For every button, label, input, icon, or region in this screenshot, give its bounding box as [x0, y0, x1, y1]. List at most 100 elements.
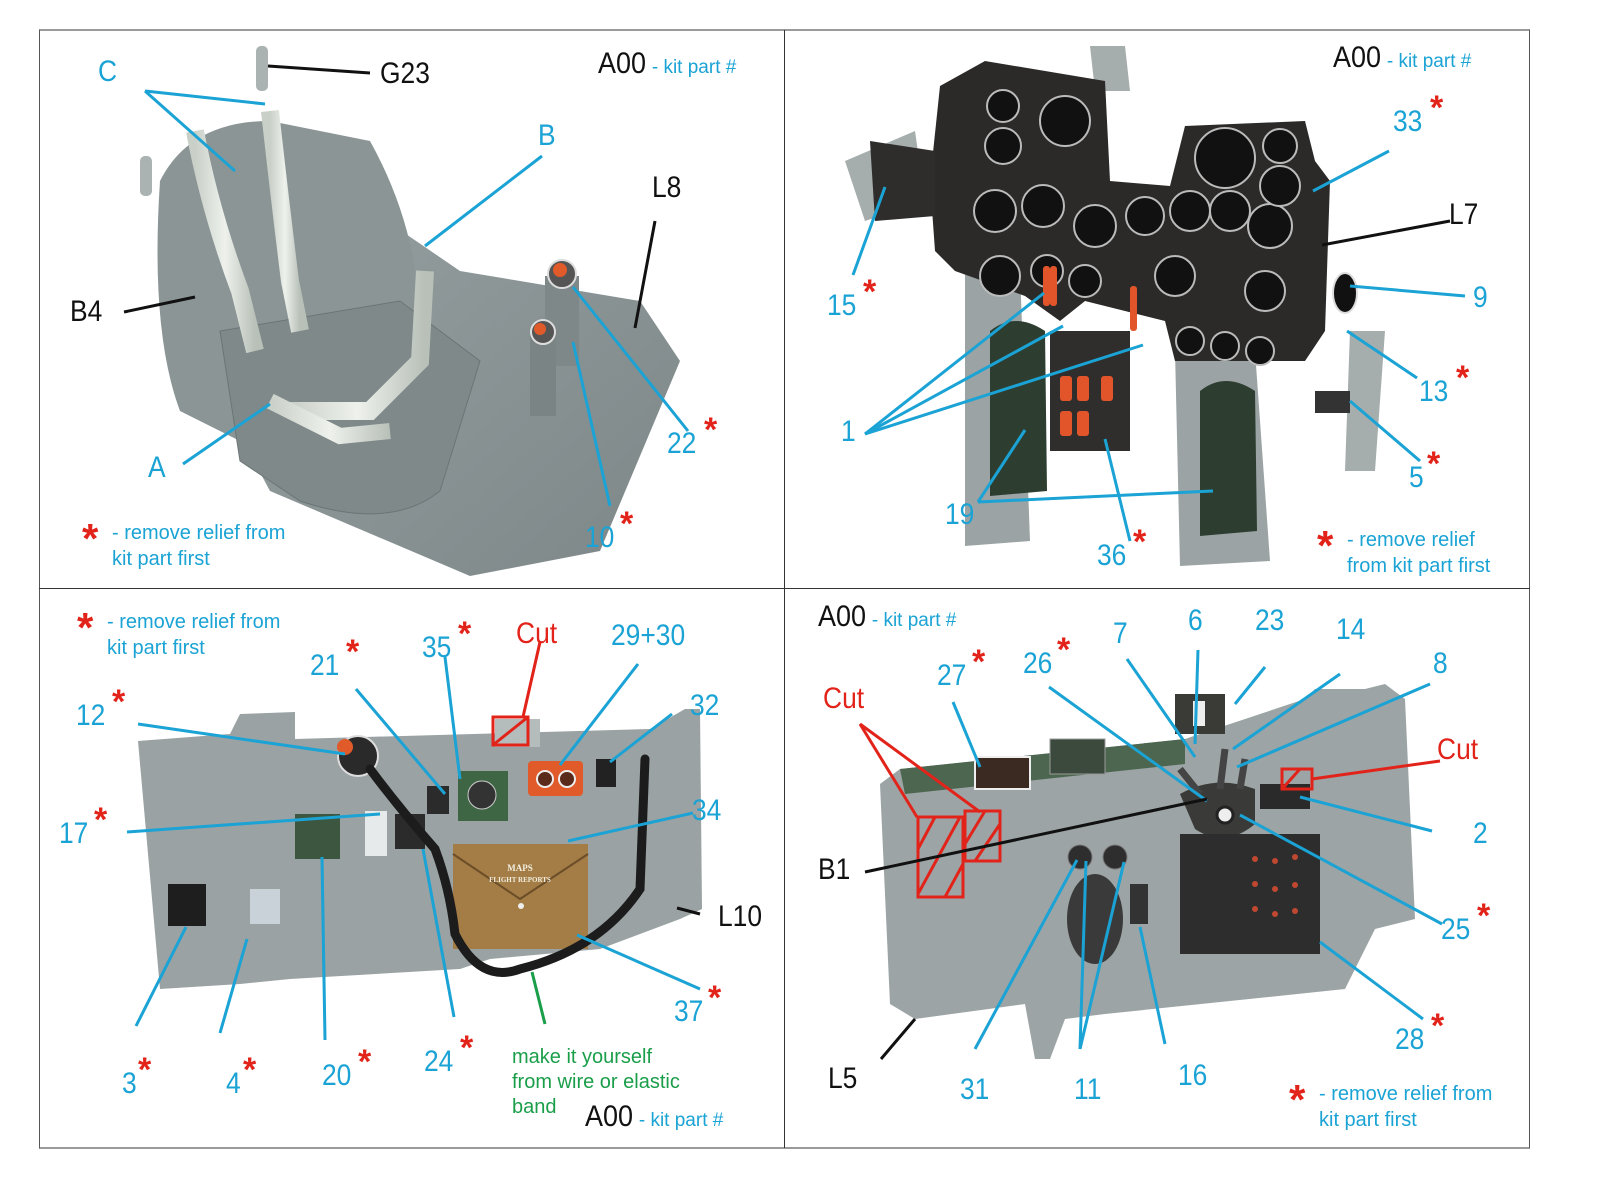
- panel-instrument-panel: A00 - kit part # 33 * 15 * 9 13 * 1 5 * …: [785, 31, 1530, 588]
- gauge: [1073, 204, 1117, 248]
- relief-asterisk: *: [94, 801, 108, 839]
- leader-14: [1232, 672, 1341, 751]
- gauge: [984, 127, 1022, 165]
- relief-note-line1: - remove relief from: [112, 522, 286, 544]
- part-label-14: 14: [1336, 613, 1366, 646]
- kit-part-l8: L8: [652, 171, 682, 204]
- kit-part-code: A00: [598, 47, 647, 80]
- leader-26: [1048, 685, 1208, 803]
- part-label-35: 35: [422, 631, 452, 664]
- part-label-36: 36: [1097, 539, 1127, 572]
- part-label-4: 4: [226, 1067, 241, 1100]
- relief-asterisk: *: [704, 411, 718, 449]
- cut-mark-diagonal: [492, 715, 529, 747]
- side-panel-15: [870, 141, 935, 221]
- part-label-8: 8: [1433, 647, 1448, 680]
- lever-1: [1050, 266, 1057, 306]
- relief-asterisk: *: [620, 505, 634, 543]
- leader-l10: [676, 906, 701, 916]
- leader-1: [864, 343, 1144, 436]
- leader-6: [1193, 649, 1200, 745]
- cut-mark-diagonal: [963, 810, 987, 845]
- diy-note-line1: make it yourself: [512, 1046, 653, 1068]
- switch-indicator: [1272, 886, 1278, 892]
- left-wall-illustration: MAPS FLIGHT REPORTS: [126, 641, 702, 1041]
- part-label-26: 26: [1023, 647, 1053, 680]
- kit-part-legend: A00 - kit part #: [585, 1102, 723, 1132]
- part-label-37: 37: [674, 995, 704, 1028]
- throttle-lever: [1177, 766, 1203, 797]
- panel-left-side-wall: MAPS FLIGHT REPORTS * - re: [40, 589, 784, 1147]
- cut-mark-diagonal: [1280, 767, 1302, 791]
- relief-asterisk: *: [460, 1029, 474, 1067]
- trim-wheel-31: [1067, 874, 1123, 964]
- relief-note: * - remove relief from kit part first: [77, 607, 280, 661]
- lap-belt: [290, 270, 434, 420]
- part-label-28: 28: [1395, 1023, 1425, 1056]
- shoulder-belt: [186, 129, 264, 354]
- kit-part-desc: - kit part #: [638, 1110, 724, 1131]
- relief-asterisk: *: [458, 615, 472, 653]
- leader-24: [421, 848, 456, 1018]
- dial-22-knob: [553, 263, 567, 277]
- leader-10: [571, 341, 612, 507]
- lap-belt: [266, 393, 391, 445]
- leader-27: [951, 701, 982, 768]
- cut-mark-diagonal: [943, 863, 965, 898]
- switch-box-28: [1180, 834, 1320, 954]
- relief-asterisk: *: [1477, 897, 1491, 935]
- relief-note: * - remove relief from kit part first: [82, 518, 286, 572]
- seat-illustration: [123, 46, 690, 576]
- leader-23: [1233, 666, 1267, 705]
- panel-right-side-wall: A00 - kit part # Cut Cut 27 * 26 * 7 6 2…: [785, 589, 1530, 1147]
- relief-asterisk: *: [708, 979, 722, 1017]
- kit-part-legend: A00 - kit part #: [598, 49, 736, 79]
- gauge: [1247, 203, 1293, 249]
- gauge: [986, 89, 1020, 123]
- foot-pedal-19: [1200, 381, 1257, 536]
- leader-cut: [521, 641, 542, 718]
- relief-note-line2: kit part first: [1319, 1109, 1417, 1131]
- seat-post: [140, 156, 152, 196]
- map-case-text: FLIGHT REPORTS: [489, 876, 551, 884]
- asterisk-icon: *: [77, 604, 94, 651]
- leader-11: [1078, 860, 1088, 1050]
- leader-l8: [633, 220, 657, 329]
- horizontal-divider: [39, 588, 1530, 589]
- gauge: [1194, 127, 1256, 189]
- asterisk-icon: *: [1289, 1076, 1306, 1123]
- leader-31: [973, 859, 1079, 1050]
- relief-asterisk: *: [112, 683, 126, 721]
- gauge: [973, 189, 1017, 233]
- relief-note-line2: from kit part first: [1347, 555, 1491, 577]
- leader-3: [134, 926, 188, 1027]
- part-label-12: 12: [76, 699, 106, 732]
- kit-part-desc: - kit part #: [871, 610, 957, 631]
- leader-cut: [1311, 759, 1441, 781]
- leader-1: [864, 291, 1045, 436]
- part-label-2: 2: [1473, 817, 1488, 850]
- switch-indicator: [1292, 908, 1298, 914]
- asterisk-icon: *: [82, 515, 99, 562]
- instrument-panel-illustration: [845, 46, 1466, 566]
- cut-area-socket: [495, 719, 540, 747]
- leader-5: [1349, 399, 1421, 463]
- box-21: [427, 786, 449, 814]
- placard-top: [1049, 738, 1106, 775]
- switch-32: [596, 759, 616, 787]
- leader-22: [571, 286, 690, 432]
- part-label-25: 25: [1441, 913, 1471, 946]
- leader-36: [1103, 438, 1132, 542]
- socket-hole: [558, 770, 576, 788]
- switch-36: [1077, 411, 1089, 436]
- diy-note-line3: band: [512, 1096, 557, 1118]
- seat-post: [256, 46, 268, 91]
- relief-note: * - remove relief from kit part first: [1317, 525, 1491, 579]
- asterisk-icon: *: [1317, 522, 1334, 569]
- switch-indicator: [1252, 856, 1258, 862]
- leader-8: [1236, 682, 1431, 769]
- leader-34: [567, 811, 694, 843]
- gauge: [1068, 264, 1102, 298]
- gauge: [1245, 336, 1275, 366]
- relief-asterisk: *: [358, 1043, 372, 1081]
